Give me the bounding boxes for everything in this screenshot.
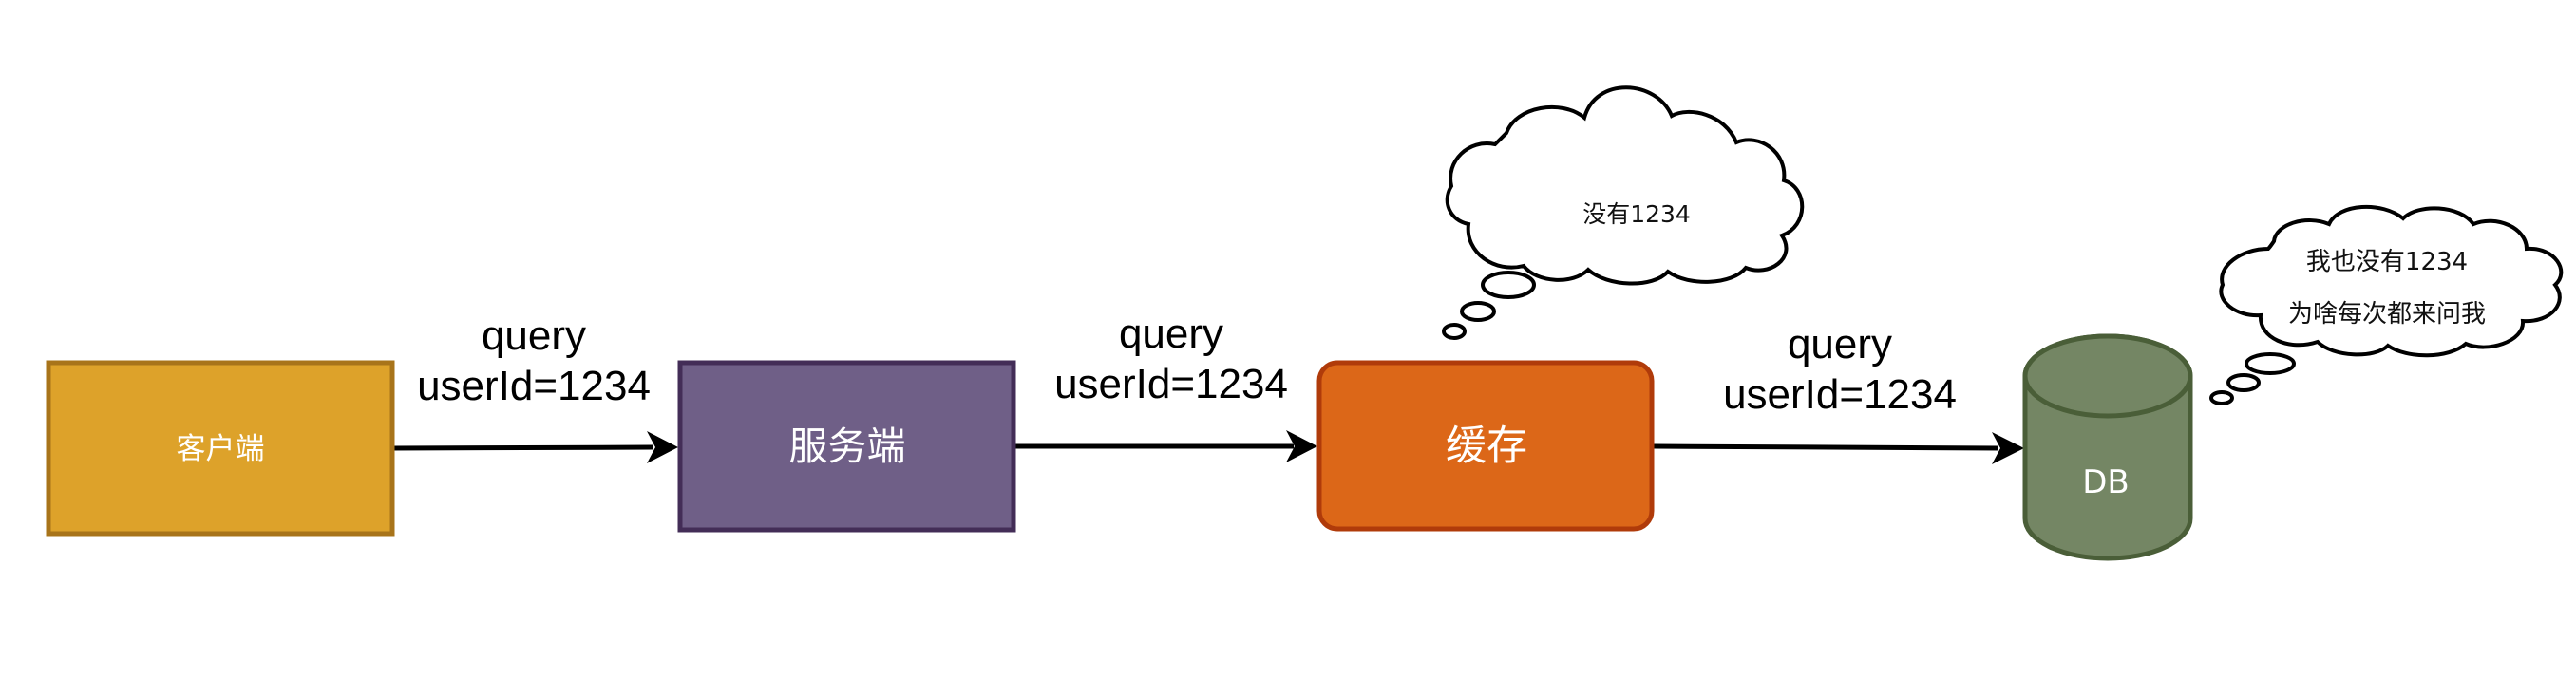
- thought-cloud-cache: 没有1234: [1442, 85, 1805, 340]
- thought-cloud-db: 我也没有1234 为啥每次都来问我: [2209, 205, 2564, 405]
- cloud-text-line-2: 为啥每次都来问我: [2288, 300, 2486, 329]
- client-label: 客户端: [177, 432, 265, 466]
- edge-client-to-server: query userId=1234: [392, 312, 678, 463]
- cloud-text-line: 没有1234: [1582, 200, 1691, 228]
- db-label: DB: [2082, 463, 2130, 501]
- arrowhead-icon: [1286, 430, 1317, 462]
- edge-label-line2: userId=1234: [1723, 371, 1957, 418]
- arrowhead-icon: [1992, 432, 2024, 464]
- node-db[interactable]: DB: [2022, 333, 2193, 561]
- edge-label-line2: userId=1234: [1054, 361, 1288, 407]
- edge-label-line1: query: [1119, 311, 1223, 357]
- edge-label-line2: userId=1234: [417, 363, 651, 409]
- edge-server-to-cache: query userId=1234: [1014, 311, 1317, 462]
- node-cache[interactable]: 缓存: [1316, 360, 1655, 532]
- node-client[interactable]: 客户端: [46, 360, 395, 537]
- server-box[interactable]: [677, 360, 1016, 533]
- arrowhead-icon: [647, 431, 678, 463]
- edge-label-line1: query: [482, 312, 586, 359]
- edge-line: [392, 444, 654, 451]
- cloud-shape: [1445, 85, 1805, 286]
- node-server[interactable]: 服务端: [677, 360, 1016, 533]
- server-label: 服务端: [789, 424, 906, 469]
- thought-bubble-small: [2209, 390, 2234, 405]
- db-cylinder-top: [2022, 333, 2193, 419]
- cloud-shape: [2219, 205, 2564, 358]
- edge-label-line1: query: [1788, 321, 1892, 367]
- cache-box[interactable]: [1316, 360, 1655, 532]
- thought-bubble-large: [1481, 271, 1536, 299]
- edge-line: [1653, 443, 1999, 451]
- edge-cache-to-db: query userId=1234: [1653, 321, 2024, 464]
- thought-bubble-medium: [2226, 373, 2261, 392]
- thought-bubble-medium: [1460, 301, 1496, 322]
- thought-bubble-small: [1442, 323, 1467, 340]
- cloud-text-line-1: 我也没有1234: [2306, 248, 2468, 276]
- thought-bubble-large: [2245, 352, 2296, 375]
- cache-label: 缓存: [1446, 423, 1527, 470]
- client-box[interactable]: [46, 360, 395, 537]
